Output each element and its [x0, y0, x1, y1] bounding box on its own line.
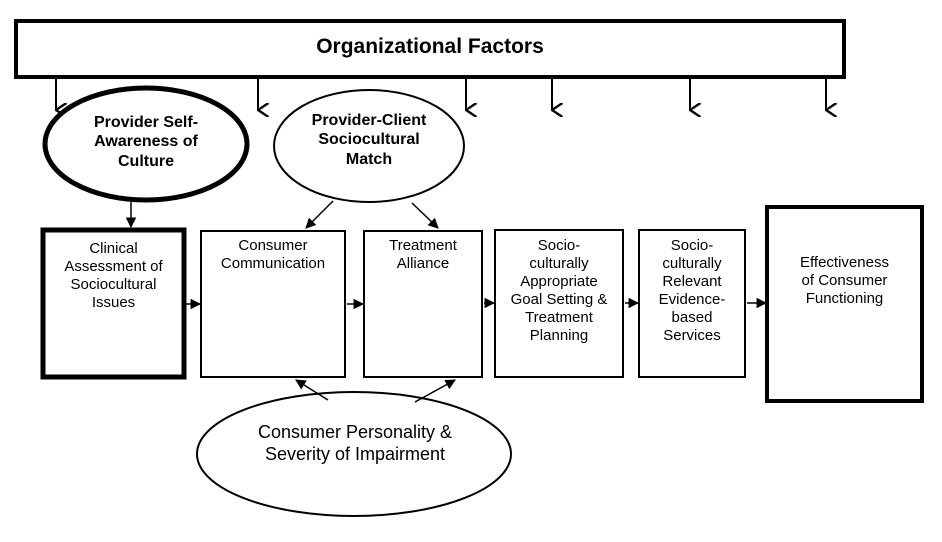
consumer-communication-box — [200, 230, 346, 378]
treatment-alliance-label: Treatment Alliance — [389, 237, 457, 272]
treatment-alliance-box — [363, 230, 483, 378]
clinical-assessment-box — [40, 227, 187, 380]
provider-self-awareness-label: Provider Self- Awareness of Culture — [93, 114, 199, 170]
arrow-personality-to-alliance — [414, 379, 456, 403]
provider-self-awareness-ellipse — [42, 85, 250, 203]
goal-setting-label: Socio- culturally Appropriate Goal Setti… — [510, 237, 608, 344]
organizational-factors-box — [14, 19, 846, 79]
effectiveness-box — [765, 205, 924, 403]
organizational-arrows — [56, 79, 826, 110]
arrow-match-to-communication — [305, 200, 334, 229]
provider-client-match-ellipse — [273, 89, 465, 203]
evidence-based-box — [638, 229, 746, 378]
consumer-personality-label: Consumer Personality & Severity of Impai… — [257, 422, 453, 464]
effectiveness-label: Effectiveness of Consumer Functioning — [800, 254, 889, 307]
organizational-factors-label: Organizational Factors — [316, 35, 544, 59]
consumer-personality-ellipse — [196, 391, 512, 517]
consumer-communication-label: Consumer Communication — [220, 237, 326, 272]
arrow-personality-to-communication — [295, 379, 329, 401]
arrow-match-to-alliance — [411, 202, 439, 229]
provider-client-match-label: Provider-Client Sociocultural Match — [311, 112, 427, 168]
evidence-based-label: Socio- culturally Relevant Evidence- bas… — [658, 237, 726, 344]
goal-setting-box — [494, 229, 624, 378]
clinical-assessment-label: Clinical Assessment of Sociocultural Iss… — [64, 240, 163, 311]
